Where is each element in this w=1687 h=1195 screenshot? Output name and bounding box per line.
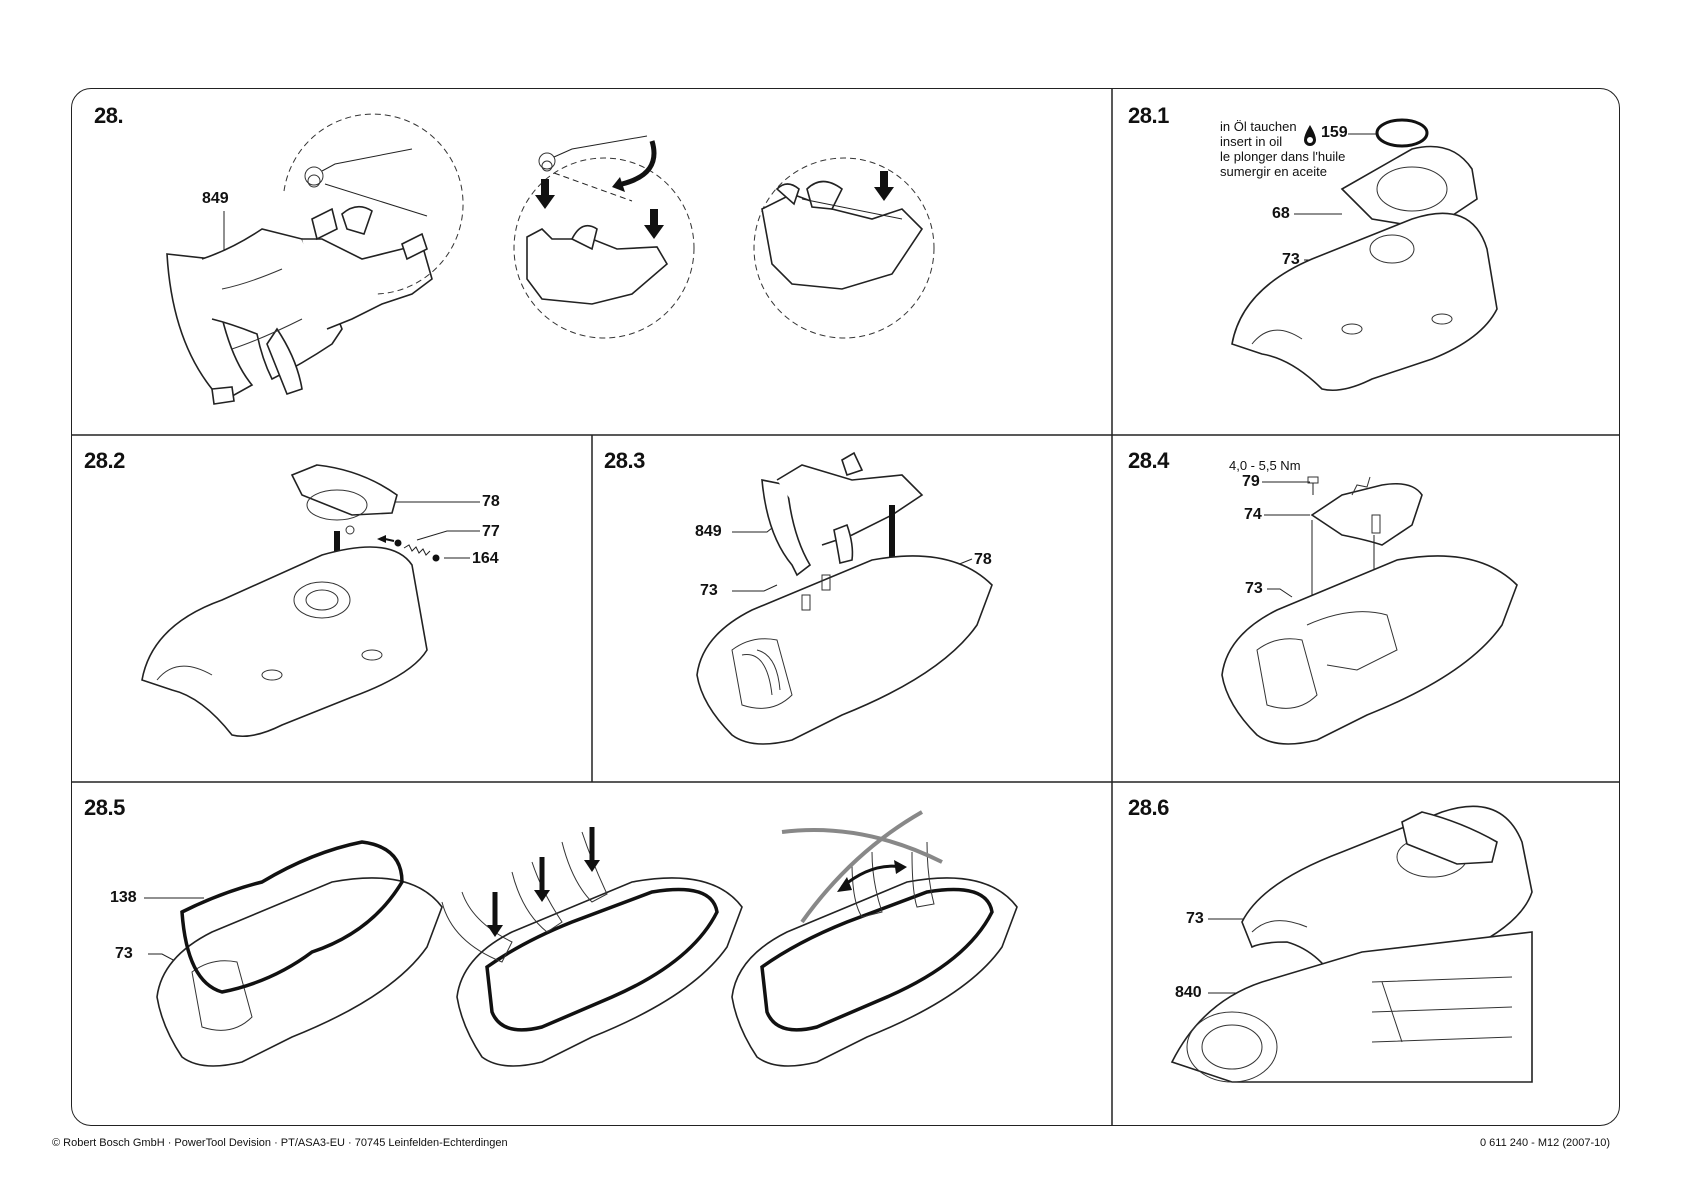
housing-73 (142, 547, 427, 736)
panel-step-28-5: 28.5 138 73 (72, 782, 1112, 1126)
housing-73 (1222, 556, 1517, 744)
left-arrow-icon (377, 535, 386, 543)
detail-circle-2 (514, 136, 694, 338)
panel-step-28-3: 28.3 849 73 78 (592, 435, 1112, 782)
panel-step-28-2: 28.2 78 77 164 (72, 435, 592, 782)
step-28-1-illustration (1112, 89, 1620, 435)
down-arrow-icon (584, 827, 600, 872)
panel-step-28-6: 28.6 73 840 (1112, 782, 1620, 1126)
panel-step-28-4: 28.4 4,0 - 5,5 Nm 79 74 73 (1112, 435, 1620, 782)
screw-79 (1308, 477, 1318, 495)
gearbox-840 (1172, 932, 1532, 1082)
down-arrow-icon (874, 171, 894, 201)
down-arrow-icon (487, 892, 503, 937)
instruction-sheet-frame: 28. 849 (71, 88, 1620, 1126)
panel-step-28: 28. 849 (72, 89, 1112, 435)
step-28-6-illustration (1112, 782, 1620, 1126)
plate-74 (1312, 477, 1422, 545)
detail-circle-3 (754, 158, 934, 338)
step-28-2-illustration (72, 435, 592, 782)
bracket-849-drawing (167, 207, 432, 404)
step-28-5-illustration (72, 782, 1112, 1126)
down-arrow-icon (535, 179, 555, 209)
housing-73 (697, 556, 992, 744)
step-28-3-illustration (592, 435, 1112, 782)
housing-with-seal-3 (732, 842, 1017, 1066)
step-28-4-illustration (1112, 435, 1620, 782)
selector-knob-78 (292, 465, 397, 534)
curved-arrow-icon (622, 141, 654, 184)
footer-copyright: © Robert Bosch GmbH · PowerTool Devision… (52, 1137, 508, 1149)
housing-73 (1232, 213, 1497, 390)
panel-step-28-1: 28.1 in Öl tauchen insert in oil le plon… (1112, 89, 1620, 435)
down-arrow-icon (644, 209, 664, 239)
down-arrow-icon (534, 857, 550, 902)
step-28-illustrations (72, 89, 1112, 435)
footer-doc-number: 0 611 240 - M12 (2007-10) (1480, 1137, 1610, 1149)
housing-with-seal-1 (157, 842, 442, 1066)
